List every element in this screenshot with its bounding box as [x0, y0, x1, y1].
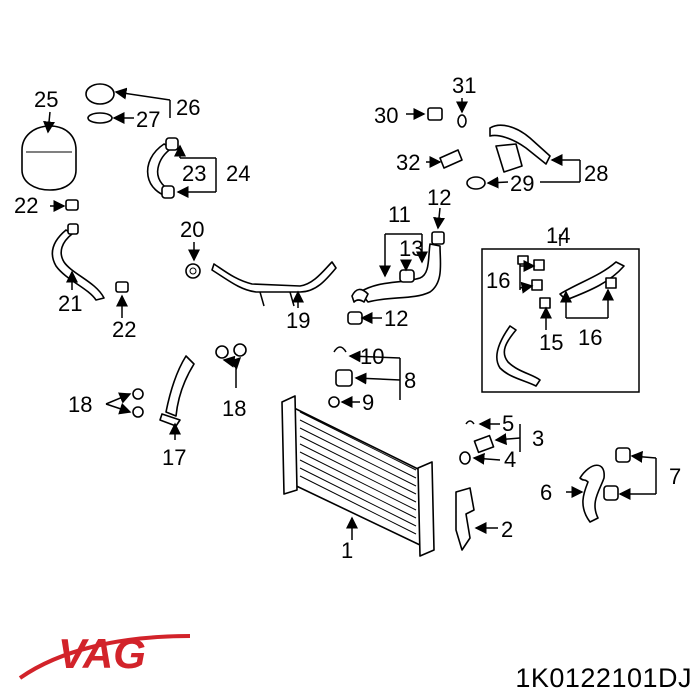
callout-4: 4: [504, 447, 516, 472]
callout-12-top: 12: [427, 185, 451, 210]
callout-19: 19: [286, 308, 310, 333]
callout-10: 10: [360, 344, 384, 369]
callout-23: 23: [182, 161, 206, 186]
radiator-bracket: [455, 487, 498, 551]
callout-30: 30: [374, 103, 398, 128]
callout-29: 29: [510, 171, 534, 196]
callout-9: 9: [362, 390, 374, 415]
callout-2: 2: [501, 517, 513, 542]
callout-7: 7: [669, 464, 681, 489]
filler-cap: [85, 83, 171, 124]
svg-text:VAG: VAG: [58, 630, 146, 677]
callout-3: 3: [532, 426, 544, 451]
heater-hose-box: [481, 234, 640, 393]
callout-16-left: 16: [486, 268, 510, 293]
callout-15: 15: [539, 330, 563, 355]
expansion-tank: [21, 111, 77, 191]
lower-left-hose: [50, 199, 129, 318]
coolant-tube: [211, 261, 337, 308]
callout-8: 8: [404, 368, 416, 393]
radiator: [281, 395, 435, 557]
callout-25: 25: [34, 87, 58, 112]
callout-13: 13: [399, 236, 423, 261]
callout-14: 14: [546, 223, 570, 248]
coolant-pipe: [159, 355, 195, 440]
callout-6: 6: [540, 480, 552, 505]
callout-27: 27: [136, 107, 160, 132]
callout-18-left: 18: [68, 392, 92, 417]
callout-16-right: 16: [578, 325, 602, 350]
o-ring-20: [185, 242, 201, 279]
clamps-18-left: [105, 388, 144, 418]
clamps-18-right: [215, 343, 247, 388]
callout-labels: 1 2 3 4 5 6 7 8 9 10 11 12 12 13 14 15 1…: [14, 73, 681, 563]
callout-22-bottom: 22: [112, 317, 136, 342]
callout-31: 31: [452, 73, 476, 98]
callout-26: 26: [176, 95, 200, 120]
tank-hose: [146, 137, 217, 199]
callout-1: 1: [341, 538, 353, 563]
drain-plug-group: [459, 418, 521, 465]
callout-21: 21: [58, 291, 82, 316]
callout-17: 17: [162, 445, 186, 470]
flange-group: [328, 346, 401, 408]
coolant-flange-group: [406, 98, 581, 190]
callout-28: 28: [584, 161, 608, 186]
callout-32: 32: [396, 150, 420, 175]
callout-5: 5: [502, 411, 514, 436]
part-number: 1K0122101DJ: [515, 663, 692, 693]
callout-12-bottom: 12: [384, 306, 408, 331]
callout-18-right: 18: [222, 396, 246, 421]
callout-20: 20: [180, 217, 204, 242]
callout-11: 11: [388, 202, 411, 227]
callout-22-top: 22: [14, 193, 38, 218]
upper-hose-group: [347, 207, 446, 325]
lower-hose-group: [566, 447, 657, 523]
callout-24: 24: [226, 161, 250, 186]
